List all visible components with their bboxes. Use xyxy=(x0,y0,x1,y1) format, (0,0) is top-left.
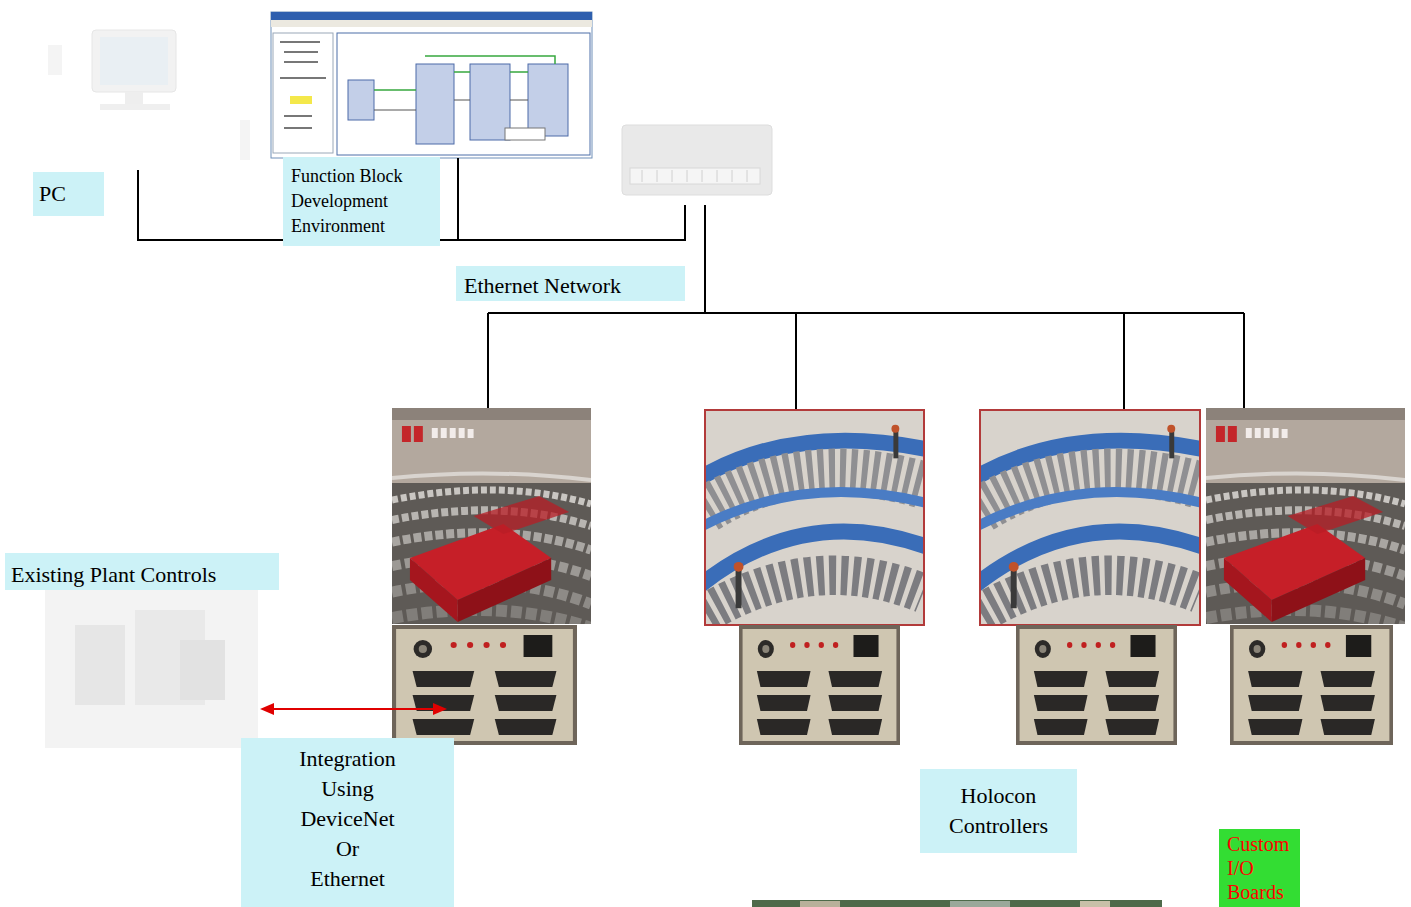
software-screenshot-part xyxy=(505,128,545,140)
pc-picture-part xyxy=(240,120,250,160)
pc-picture-part xyxy=(100,104,170,110)
circuit-board-photo-part xyxy=(800,901,840,907)
network-wire-part xyxy=(488,312,1244,314)
software-screenshot-part xyxy=(271,20,592,27)
software-screenshot-part xyxy=(416,64,454,144)
label-box: Existing Plant Controls xyxy=(5,553,279,590)
controller-photo xyxy=(392,625,1393,745)
label-text: Integration Using DeviceNet Or Ethernet xyxy=(299,744,396,894)
highlight-box: Custom I/O Boards xyxy=(1219,829,1300,907)
plant-controls-picture-part xyxy=(45,590,258,748)
conveyor-photo-part xyxy=(696,411,933,624)
circuit-board-photo-part xyxy=(1080,901,1110,907)
network-wire-part xyxy=(457,158,459,240)
conveyor-photo-part xyxy=(980,410,1200,625)
software-screenshot-part xyxy=(528,64,568,136)
network-wire-part xyxy=(704,205,706,313)
software-screenshot-part xyxy=(271,12,592,20)
conveyor-photo-part xyxy=(971,411,1209,624)
circuit-board-photo-part xyxy=(752,900,1162,907)
pc-picture-part xyxy=(125,92,143,104)
plant-controls-picture-part xyxy=(75,625,125,705)
conveyor-photo-part xyxy=(1206,408,1405,628)
circuit-board-photo-part xyxy=(950,901,1010,907)
plant-controls-picture xyxy=(45,590,258,748)
network-switch xyxy=(622,125,772,195)
software-screenshot-part xyxy=(470,64,510,140)
label-text: Ethernet Network xyxy=(464,273,677,299)
circuit-board-photo xyxy=(752,900,1162,907)
network-switch-part xyxy=(657,170,658,182)
integration-arrow-part xyxy=(433,703,447,715)
software-screenshot-part xyxy=(337,33,590,155)
label-box: PC xyxy=(33,172,104,216)
label-text: PC xyxy=(39,180,98,208)
software-screenshot-part xyxy=(280,77,326,79)
software-screenshot-part xyxy=(280,41,320,43)
network-wire-part xyxy=(795,313,797,410)
pc-picture xyxy=(48,30,250,160)
label-text: Existing Plant Controls xyxy=(11,562,273,588)
software-screenshot-part xyxy=(290,96,312,104)
pc-picture-part xyxy=(100,37,168,85)
software-screenshot-part xyxy=(273,33,333,153)
network-switch-part xyxy=(732,170,733,182)
network-switch-part xyxy=(717,170,718,182)
pc-picture-part xyxy=(48,45,62,75)
software-screenshot-part xyxy=(284,127,312,129)
network-switch-part xyxy=(672,170,673,182)
conveyor-photo-part xyxy=(705,410,924,625)
network-wire xyxy=(138,158,1244,410)
network-switch-part xyxy=(702,170,703,182)
network-switch-part xyxy=(630,168,760,184)
software-screenshot-part xyxy=(374,56,555,90)
label-text: Custom I/O Boards xyxy=(1227,832,1289,904)
network-switch-part xyxy=(622,125,772,195)
network-wire-part xyxy=(1123,313,1125,410)
label-box: Holocon Controllers xyxy=(920,769,1077,853)
software-screenshot-part xyxy=(374,100,528,110)
network-switch-part xyxy=(642,170,643,182)
network-wire-part xyxy=(487,313,489,408)
network-switch-part xyxy=(747,170,748,182)
plant-controls-picture-part xyxy=(180,640,225,700)
pc-picture-part xyxy=(92,30,176,92)
software-screenshot xyxy=(271,12,592,158)
controller-photo-part xyxy=(1016,625,1177,745)
label-box: Function Block Development Environment xyxy=(283,157,440,246)
software-screenshot-part xyxy=(348,80,374,120)
label-box: Ethernet Network xyxy=(456,266,685,301)
controller-photo-part xyxy=(392,625,577,745)
network-wire-part xyxy=(1243,313,1245,408)
label-text: Holocon Controllers xyxy=(949,781,1048,841)
network-switch-part xyxy=(687,170,688,182)
software-screenshot-part xyxy=(271,12,592,158)
integration-arrow-part xyxy=(260,703,274,715)
controller-photo-part xyxy=(739,625,900,745)
software-screenshot-part xyxy=(284,51,318,53)
integration-arrow xyxy=(260,703,447,715)
software-screenshot-part xyxy=(284,61,318,63)
conveyor-photo xyxy=(392,408,1405,628)
label-text: Function Block Development Environment xyxy=(291,164,431,239)
integration-arrow-part xyxy=(272,708,435,710)
controller-photo-part xyxy=(1230,625,1393,745)
label-box: Integration Using DeviceNet Or Ethernet xyxy=(241,738,454,907)
conveyor-photo-part xyxy=(392,408,591,628)
software-screenshot-part xyxy=(284,115,312,117)
